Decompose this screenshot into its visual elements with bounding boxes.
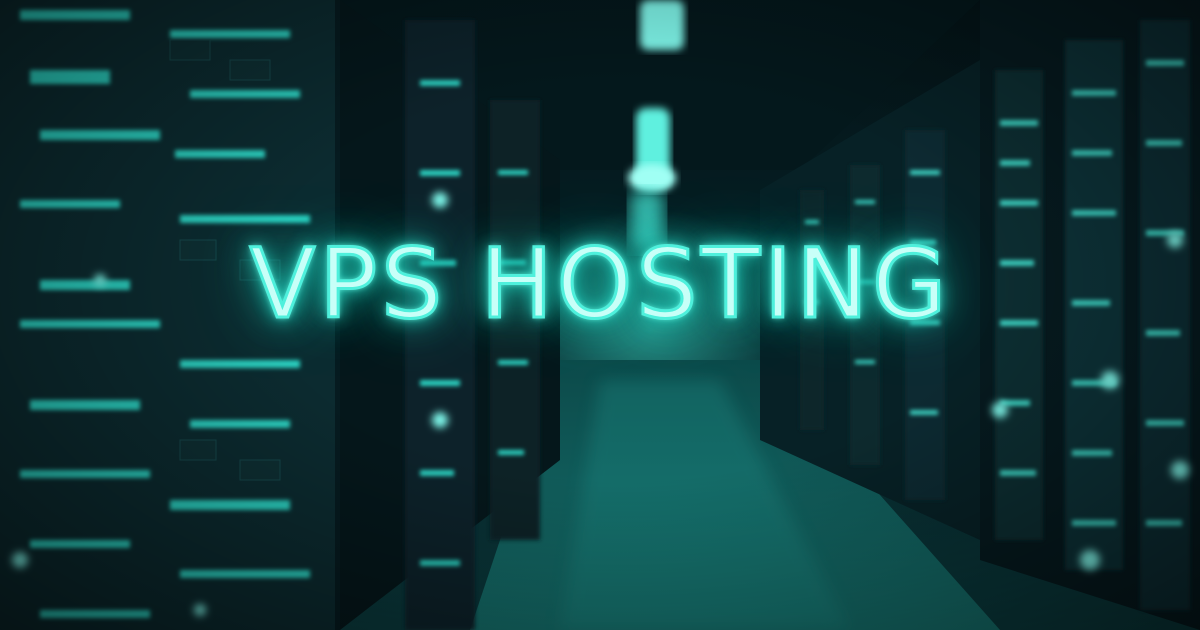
headline-title: VPS HOSTING [248,228,951,340]
ceiling-light [640,0,684,50]
